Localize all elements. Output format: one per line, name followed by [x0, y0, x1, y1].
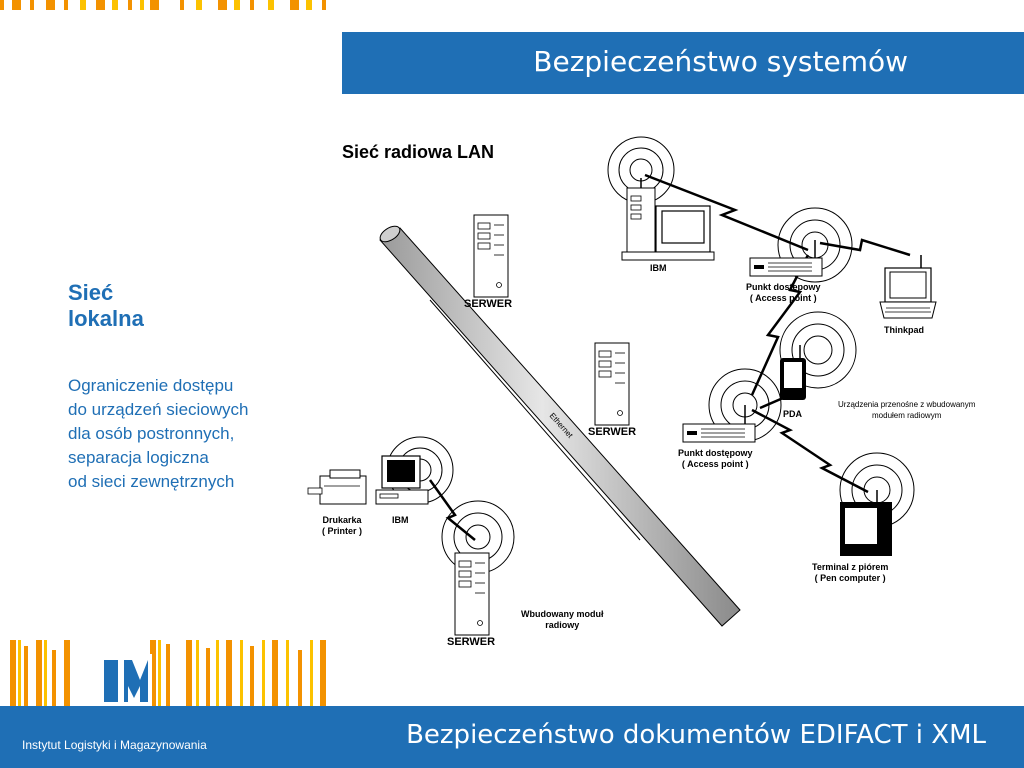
access-point-1-icon — [749, 257, 823, 277]
body-line: dla osób postronnych, — [68, 424, 235, 443]
body-line: od sieci zewnętrznych — [68, 472, 235, 491]
printer-icon — [307, 469, 367, 505]
pen-computer-line1: Terminal z piórem — [812, 562, 889, 572]
heading-line-2: lokalna — [68, 306, 144, 331]
footer-bar: Instytut Logistyki i Magazynowania Bezpi… — [0, 706, 1024, 768]
server-3-icon — [454, 552, 490, 636]
portable-devices-label: Urządzenia przenośne z wbudowanym modułe… — [838, 399, 975, 421]
access-point-2-line2: ( Access point ) — [681, 459, 749, 469]
pen-computer-icon — [840, 490, 892, 556]
diagram-title: Sieć radiowa LAN — [342, 142, 495, 162]
pen-computer-line2: ( Pen computer ) — [814, 573, 886, 583]
server-1-icon — [473, 214, 509, 298]
access-point-1-line1: Punkt dostępowy — [746, 282, 821, 292]
portable-devices-line2: modułem radiowym — [872, 411, 942, 420]
server-3-label: SERWER — [447, 636, 496, 648]
pen-computer-label: Terminal z piórem ( Pen computer ) — [812, 562, 888, 584]
thinkpad-laptop-icon — [879, 255, 937, 319]
footer-stripes-decoration — [10, 640, 326, 706]
organization-name: Instytut Logistyki i Magazynowania — [22, 738, 207, 752]
pda-label: PDA — [783, 409, 803, 419]
radio-module-label: Wbudowany moduł radiowy — [521, 609, 604, 631]
portable-devices-line1: Urządzenia przenośne z wbudowanym — [838, 400, 976, 409]
body-line: separacja logiczna — [68, 448, 209, 467]
footer-title: Bezpieczeństwo dokumentów EDIFACT i XML — [406, 720, 986, 750]
left-heading: Sieć lokalna — [68, 280, 144, 332]
access-point-2-icon — [682, 423, 756, 443]
body-line: do urządzeń sieciowych — [68, 400, 249, 419]
ibm-desktop-icon — [375, 455, 429, 505]
printer-line2: ( Printer ) — [322, 526, 363, 536]
ibm-top-label: IBM — [650, 263, 667, 273]
thinkpad-label: Thinkpad — [884, 325, 924, 335]
slide-title: Bezpieczeństwo systemów — [533, 45, 908, 78]
heading-line-1: Sieć — [68, 280, 114, 305]
server-2-icon — [594, 342, 630, 426]
printer-line1: Drukarka — [322, 515, 362, 525]
radio-module-line1: Wbudowany moduł — [521, 609, 604, 619]
radio-module-line2: radiowy — [545, 620, 580, 630]
access-point-2-label: Punkt dostępowy ( Access point ) — [678, 448, 753, 470]
body-line: Ograniczenie dostępu — [68, 376, 234, 395]
server-1-label: SERWER — [464, 298, 513, 310]
access-point-2-line1: Punkt dostępowy — [678, 448, 753, 458]
access-point-1-line2: ( Access point ) — [749, 293, 817, 303]
ethernet-cable — [379, 225, 741, 627]
access-point-1-label: Punkt dostępowy ( Access point ) — [746, 282, 821, 304]
left-body-text: Ograniczenie dostępu do urządzeń sieciow… — [68, 374, 248, 494]
server-2-label: SERWER — [588, 426, 637, 438]
printer-label: Drukarka ( Printer ) — [322, 515, 362, 537]
ilim-logo-icon — [96, 654, 152, 706]
ibm-workstation-icon — [621, 178, 715, 261]
header-bar: Bezpieczeństwo systemów — [342, 32, 1024, 94]
top-stripes-decoration — [0, 0, 326, 10]
pda-icon — [780, 345, 806, 400]
ibm-bottom-label: IBM — [392, 515, 409, 525]
